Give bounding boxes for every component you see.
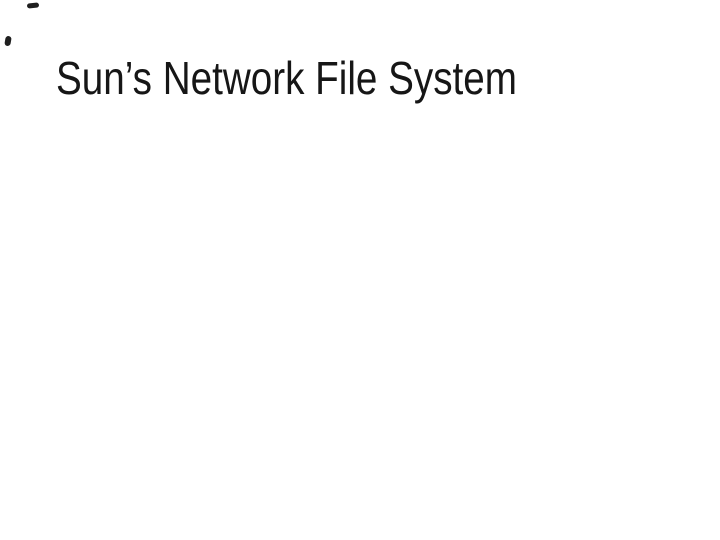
ink-speck-top-icon <box>26 2 40 9</box>
ink-speck-left-icon <box>4 35 12 47</box>
slide-title: Sun’s Network File System <box>56 52 517 104</box>
